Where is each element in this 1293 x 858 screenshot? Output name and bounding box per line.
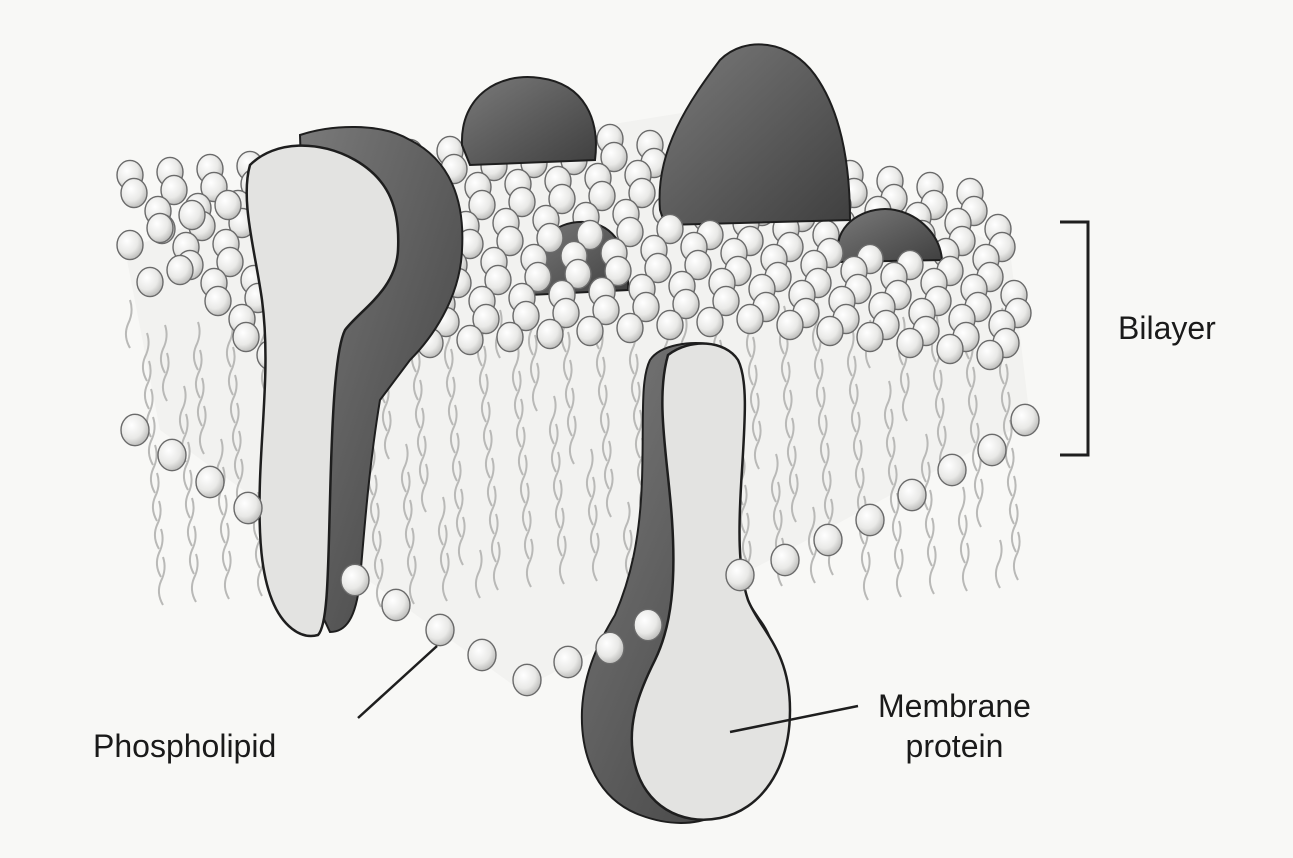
phospholipid-head	[196, 466, 224, 497]
membrane-protein-label-line2: protein	[878, 726, 1031, 766]
phospholipid-head	[577, 316, 603, 345]
phospholipid-head	[382, 589, 410, 620]
lipid-tail	[1014, 532, 1020, 580]
phospholipid-head	[697, 307, 723, 336]
lipid-tail	[159, 557, 165, 605]
lipid-tail	[188, 498, 194, 546]
lipid-tail	[223, 523, 229, 571]
phospholipid-head	[657, 310, 683, 339]
phospholipid-leader-line	[358, 646, 437, 718]
phospholipid-head	[457, 325, 483, 354]
membrane-protein-label: Membrane protein	[878, 686, 1031, 766]
phospholipid-head	[777, 310, 803, 339]
lipid-tail	[126, 300, 132, 348]
phospholipid-head	[856, 504, 884, 535]
phospholipid-head	[554, 646, 582, 677]
lipid-tail	[928, 518, 934, 566]
lipid-tail	[190, 526, 196, 574]
lipid-tail	[225, 551, 231, 599]
phospholipid-head	[737, 304, 763, 333]
lipid-tail	[145, 361, 151, 409]
lipid-tail	[192, 554, 198, 602]
phospholipid-head	[468, 639, 496, 670]
phospholipid-head	[215, 190, 241, 219]
lipid-tail	[153, 473, 159, 521]
lipid-tail	[930, 546, 936, 594]
phospholipid-head	[937, 334, 963, 363]
peripheral-protein-1	[462, 77, 596, 165]
phospholipid-head	[897, 328, 923, 357]
phospholipid-head	[426, 614, 454, 645]
lipid-tail	[151, 445, 157, 493]
phospholipid-label: Phospholipid	[93, 726, 276, 766]
phospholipid-head	[634, 609, 662, 640]
phospholipid-head	[234, 492, 262, 523]
phospholipid-head	[977, 340, 1003, 369]
phospholipid-head	[817, 316, 843, 345]
lipid-tail	[977, 479, 983, 527]
lipid-tail	[1012, 504, 1018, 552]
lipid-tail	[157, 529, 163, 577]
phospholipid-head	[341, 564, 369, 595]
phospholipid-head	[117, 230, 143, 259]
lipid-tail	[961, 515, 967, 563]
phospholipid-head	[121, 178, 147, 207]
phospholipid-head	[147, 213, 173, 242]
bilayer-label: Bilayer	[1118, 308, 1216, 348]
peripheral-protein-2	[660, 44, 850, 225]
phospholipid-head	[978, 434, 1006, 465]
phospholipid-head	[596, 632, 624, 663]
lipid-tail	[1008, 448, 1014, 496]
phospholipid-head	[497, 322, 523, 351]
phospholipid-head	[179, 200, 205, 229]
phospholipid-head	[898, 479, 926, 510]
lipid-tail	[221, 495, 227, 543]
phospholipid-head	[617, 313, 643, 342]
lipid-tail	[149, 417, 155, 465]
phospholipid-head	[1011, 404, 1039, 435]
bilayer-bracket	[1060, 222, 1088, 455]
phospholipid-head	[814, 524, 842, 555]
phospholipid-head	[137, 267, 163, 296]
phospholipid-head	[205, 286, 231, 315]
lipid-tail	[1010, 476, 1016, 524]
lipid-tail	[186, 470, 192, 518]
phospholipid-head	[938, 454, 966, 485]
lipid-tail	[963, 543, 969, 591]
phospholipid-head	[726, 559, 754, 590]
lipid-tail	[893, 493, 899, 541]
phospholipid-head	[857, 322, 883, 351]
lipid-tail	[996, 540, 1002, 588]
membrane-protein-label-line1: Membrane	[878, 686, 1031, 726]
lipid-tail	[864, 552, 870, 600]
phospholipid-head	[158, 439, 186, 470]
lipid-tail	[897, 549, 903, 597]
phospholipid-head	[167, 255, 193, 284]
phospholipid-head	[537, 319, 563, 348]
lipid-tail	[926, 490, 932, 538]
lipid-tail	[895, 521, 901, 569]
lipid-tail	[155, 501, 161, 549]
lipid-tail	[959, 487, 965, 535]
phospholipid-head	[513, 664, 541, 695]
phospholipid-head	[121, 414, 149, 445]
phospholipid-head	[233, 322, 259, 351]
phospholipid-head	[771, 544, 799, 575]
